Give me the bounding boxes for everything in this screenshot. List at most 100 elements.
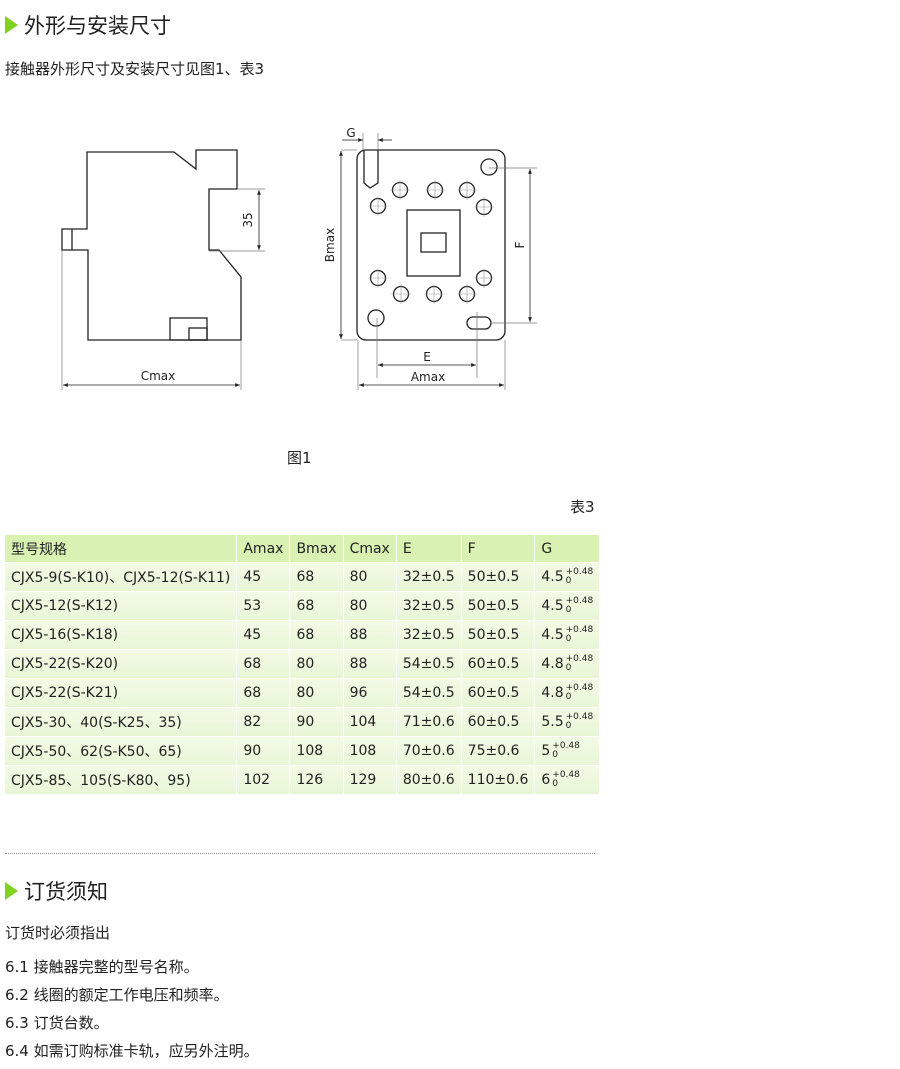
- ordering-item: 6.4 如需订购标准卡轨，应另外注明。: [5, 1042, 259, 1060]
- cell-bmax: 80: [290, 679, 343, 707]
- cell-model: CJX5-50、62(S-K50、65): [5, 737, 237, 765]
- cell-amax: 45: [237, 563, 290, 591]
- cell-model: CJX5-30、40(S-K25、35): [5, 708, 237, 736]
- col-header: Bmax: [290, 535, 343, 562]
- g-value: 4.5: [541, 627, 564, 643]
- cell-bmax: 90: [290, 708, 343, 736]
- col-header: Amax: [237, 535, 290, 562]
- col-header: 型号规格: [5, 535, 237, 562]
- cell-bmax: 68: [290, 621, 343, 649]
- cell-f: 110±0.6: [461, 766, 535, 794]
- cell-cmax: 104: [343, 708, 396, 736]
- section-title-ordering: 订货须知: [5, 876, 108, 906]
- cell-amax: 82: [237, 708, 290, 736]
- g-lower-tol: 0: [552, 779, 559, 789]
- divider: [5, 853, 595, 854]
- cell-e: 70±0.6: [396, 737, 461, 765]
- cell-bmax: 80: [290, 650, 343, 678]
- cell-cmax: 129: [343, 766, 396, 794]
- cell-model: CJX5-16(S-K18): [5, 621, 237, 649]
- cell-model: CJX5-22(S-K20): [5, 650, 237, 678]
- triangle-bullet-icon: [5, 882, 18, 900]
- intro-text: 接触器外形尺寸及安装尺寸见图1、表3: [5, 60, 265, 78]
- cell-model: CJX5-85、105(S-K80、95): [5, 766, 237, 794]
- g-lower-tol: 0: [552, 750, 559, 760]
- cell-bmax: 108: [290, 737, 343, 765]
- front-view: G Bmax F E Amax: [323, 126, 537, 390]
- dim-cmax-label: Cmax: [141, 369, 176, 383]
- cell-amax: 102: [237, 766, 290, 794]
- triangle-bullet-icon: [5, 16, 18, 34]
- g-value: 5: [541, 743, 551, 759]
- cell-bmax: 126: [290, 766, 343, 794]
- g-upper-tol: +0.48: [565, 625, 594, 635]
- g-upper-tol: +0.48: [565, 683, 594, 693]
- g-value: 4.5: [541, 598, 564, 614]
- col-header: E: [396, 535, 461, 562]
- cell-amax: 90: [237, 737, 290, 765]
- table-caption: 表3: [570, 498, 595, 516]
- cell-amax: 45: [237, 621, 290, 649]
- g-value: 6: [541, 772, 551, 788]
- g-upper-tol: +0.48: [565, 712, 594, 722]
- cell-model: CJX5-22(S-K21): [5, 679, 237, 707]
- ordering-item: 6.1 接触器完整的型号名称。: [5, 958, 199, 976]
- cell-f: 50±0.5: [461, 621, 535, 649]
- col-header: G: [535, 535, 600, 562]
- cell-amax: 68: [237, 650, 290, 678]
- cell-cmax: 108: [343, 737, 396, 765]
- cell-amax: 68: [237, 679, 290, 707]
- g-upper-tol: +0.48: [552, 741, 580, 751]
- cell-e: 54±0.5: [396, 650, 461, 678]
- g-value: 4.5: [541, 569, 564, 585]
- section-title-text: 外形与安装尺寸: [24, 14, 171, 38]
- cell-e: 54±0.5: [396, 679, 461, 707]
- g-upper-tol: +0.48: [565, 567, 594, 577]
- g-value: 5.5: [541, 714, 564, 730]
- ordering-item: 6.3 订货台数。: [5, 1014, 109, 1032]
- table-header-row: 型号规格 Amax Bmax Cmax E F G: [5, 535, 600, 562]
- figure-caption: 图1: [287, 449, 312, 467]
- cell-f: 60±0.5: [461, 650, 535, 678]
- g-lower-tol: 0: [565, 692, 572, 702]
- col-header: Cmax: [343, 535, 396, 562]
- cell-f: 50±0.5: [461, 592, 535, 620]
- g-lower-tol: 0: [565, 605, 572, 615]
- dim-f-label: F: [513, 241, 527, 248]
- cell-cmax: 88: [343, 650, 396, 678]
- cell-model: CJX5-9(S-K10)、CJX5-12(S-K11): [5, 563, 237, 591]
- cell-f: 50±0.5: [461, 563, 535, 591]
- cell-bmax: 68: [290, 592, 343, 620]
- g-lower-tol: 0: [565, 721, 572, 731]
- figure-1-drawing: 35 Cmax G Bmax F E Amax: [61, 126, 537, 390]
- g-upper-tol: +0.48: [552, 770, 580, 780]
- cell-e: 32±0.5: [396, 563, 461, 591]
- g-upper-tol: +0.48: [565, 596, 594, 606]
- cell-e: 32±0.5: [396, 592, 461, 620]
- cell-f: 75±0.6: [461, 737, 535, 765]
- ordering-intro: 订货时必须指出: [5, 924, 111, 942]
- dim-e-label: E: [423, 350, 431, 364]
- dim-35-label: 35: [241, 212, 255, 227]
- dim-bmax-label: Bmax: [323, 228, 337, 262]
- cell-cmax: 80: [343, 592, 396, 620]
- cell-model: CJX5-12(S-K12): [5, 592, 237, 620]
- cell-f: 60±0.5: [461, 708, 535, 736]
- dim-amax-label: Amax: [411, 370, 445, 384]
- ordering-item: 6.2 线圈的额定工作电压和频率。: [5, 986, 229, 1004]
- g-value: 4.8: [541, 656, 564, 672]
- cell-cmax: 96: [343, 679, 396, 707]
